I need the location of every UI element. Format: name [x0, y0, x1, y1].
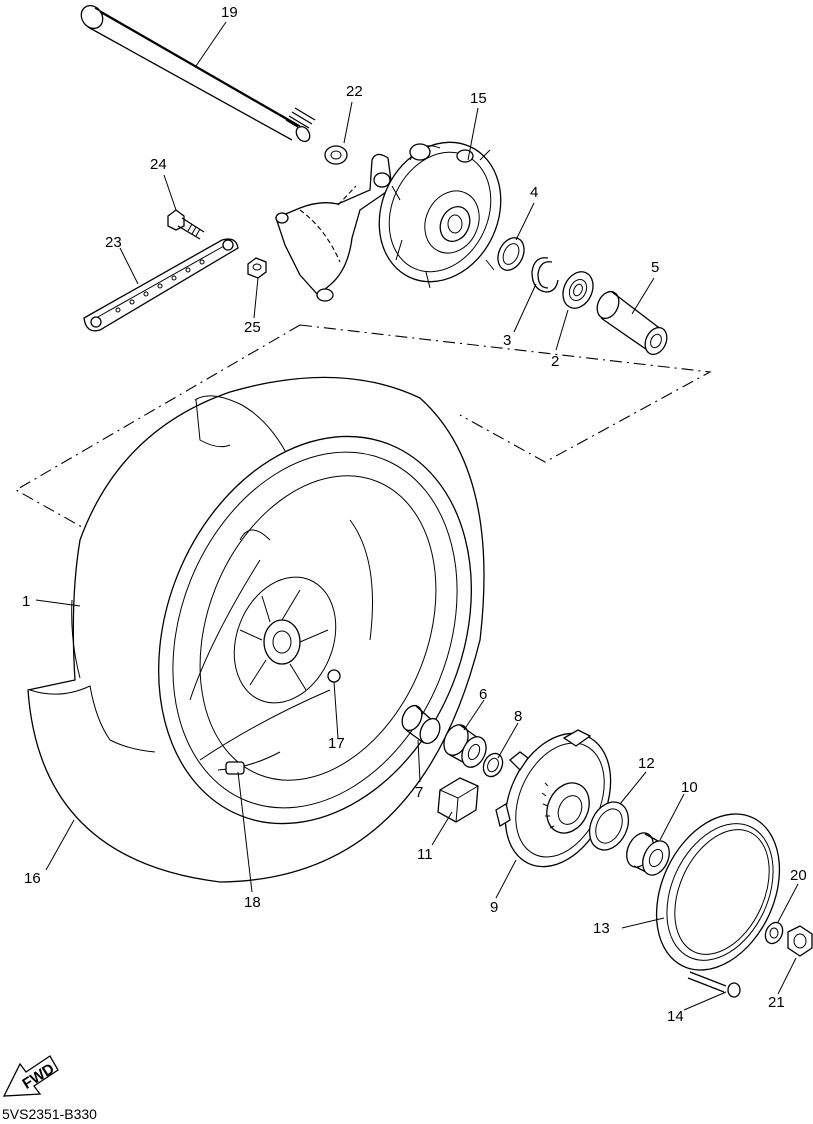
callout-4: 4	[530, 184, 538, 201]
callout-5: 5	[651, 259, 659, 276]
callout-14: 14	[667, 1008, 684, 1025]
callout-22: 22	[346, 83, 363, 100]
part-10-bearing	[626, 832, 670, 876]
callout-21: 21	[768, 994, 785, 1011]
callout-labels: 19 22 15 24 4 23 5 25 3 2 1 6 8 17 12 10…	[22, 4, 807, 1025]
callout-1: 1	[22, 593, 30, 610]
phantom-outline	[14, 324, 712, 541]
part-5-spacer	[596, 290, 668, 356]
part-15-hub-plate	[378, 141, 502, 289]
part-2-bearing	[562, 271, 594, 309]
callout-18: 18	[244, 894, 261, 911]
part-24-bolt	[167, 209, 205, 240]
part-7-collar	[401, 704, 441, 745]
part-21-nut	[787, 925, 813, 957]
part-23-tension-bar	[83, 238, 239, 332]
part-9-clutch-hub	[495, 729, 612, 868]
callout-10: 10	[681, 779, 698, 796]
part-14-bolt	[687, 971, 741, 998]
callout-23: 23	[105, 234, 122, 251]
callout-7: 7	[415, 784, 423, 801]
callout-24: 24	[150, 156, 167, 173]
callout-6: 6	[479, 686, 487, 703]
part-1-wheel	[158, 435, 472, 825]
part-13-sprocket	[655, 813, 781, 971]
part-3-circlip	[531, 257, 559, 293]
callout-11: 11	[417, 846, 433, 863]
part-12-oil-seal	[588, 801, 630, 851]
callout-20: 20	[790, 867, 807, 884]
part-22-collar	[324, 145, 348, 165]
fwd-arrow-icon: FWD	[2, 1055, 59, 1097]
callout-16: 16	[24, 870, 41, 887]
part-20-washer	[764, 921, 784, 945]
callout-3: 3	[503, 332, 511, 349]
part-brake-caliper-bracket	[275, 153, 393, 302]
callout-2: 2	[551, 353, 559, 370]
callout-19: 19	[221, 4, 238, 21]
part-6-bearing	[443, 724, 487, 768]
callout-25: 25	[244, 319, 261, 336]
callout-15: 15	[470, 90, 487, 107]
diagram-code: 5VS2351-B330	[2, 1106, 97, 1122]
part-19-axle	[80, 4, 316, 143]
part-8-o-ring	[482, 752, 504, 778]
callout-13: 13	[593, 920, 610, 937]
part-4-oil-seal	[497, 237, 525, 271]
callout-12: 12	[638, 755, 655, 772]
part-11-damper	[437, 777, 479, 823]
leader-lines	[35, 21, 799, 1011]
part-25-nut	[247, 257, 267, 279]
callout-17: 17	[328, 735, 345, 752]
callout-8: 8	[514, 708, 522, 725]
callout-9: 9	[490, 899, 498, 916]
